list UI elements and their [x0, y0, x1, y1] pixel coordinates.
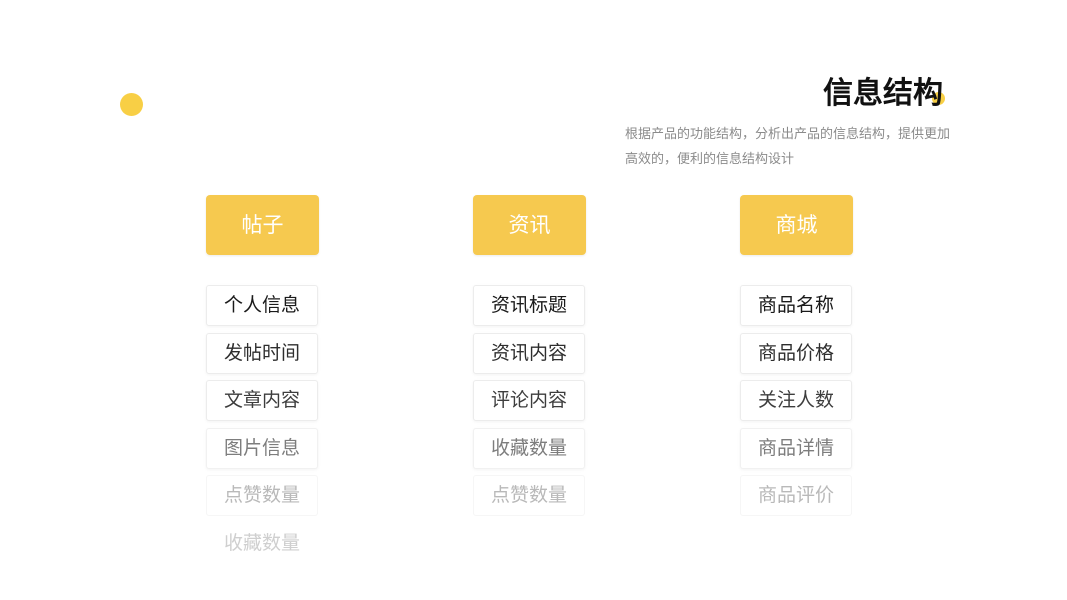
- list-item: 评论内容: [473, 380, 585, 421]
- list-item: 商品名称: [740, 285, 852, 326]
- title-block: 信息结构: [823, 74, 945, 114]
- column-header-news: 资讯: [473, 195, 586, 255]
- column-header-posts: 帖子: [206, 195, 319, 255]
- list-item: 文章内容: [206, 380, 318, 421]
- title-accent-dot: [932, 92, 945, 105]
- page-title: 信息结构: [823, 76, 943, 111]
- column-header-mall: 商城: [740, 195, 853, 255]
- list-item: 收藏数量: [223, 531, 300, 554]
- list-item: 商品详情: [740, 427, 852, 469]
- list-item: 资讯内容: [473, 332, 585, 374]
- list-item: 图片信息: [206, 427, 318, 469]
- list-item: 个人信息: [206, 285, 318, 326]
- column-mall: 商城 商品名称 商品价格 关注人数 商品详情 商品评价: [740, 195, 855, 523]
- item-list-mall: 商品名称 商品价格 关注人数 商品详情 商品评价: [740, 285, 855, 516]
- list-item: 关注人数: [740, 380, 852, 421]
- list-item: 商品评价: [740, 475, 852, 516]
- decorative-dot: [120, 93, 143, 116]
- column-news: 资讯 资讯标题 资讯内容 评论内容 收藏数量 点赞数量: [473, 195, 588, 523]
- list-item: 商品价格: [740, 332, 852, 374]
- list-item: 发帖时间: [206, 332, 318, 374]
- item-list-posts: 个人信息 发帖时间 文章内容 图片信息 点赞数量 收藏数量: [206, 285, 321, 564]
- page-description: 根据产品的功能结构，分析出产品的信息结构，提供更加高效的，便利的信息结构设计: [625, 127, 951, 167]
- item-list-news: 资讯标题 资讯内容 评论内容 收藏数量 点赞数量: [473, 285, 588, 516]
- list-item: 资讯标题: [473, 285, 585, 326]
- list-item: 收藏数量: [473, 427, 585, 469]
- column-posts: 帖子 个人信息 发帖时间 文章内容 图片信息 点赞数量 收藏数量: [206, 195, 321, 570]
- list-item: 点赞数量: [206, 475, 318, 516]
- list-item: 点赞数量: [473, 475, 585, 516]
